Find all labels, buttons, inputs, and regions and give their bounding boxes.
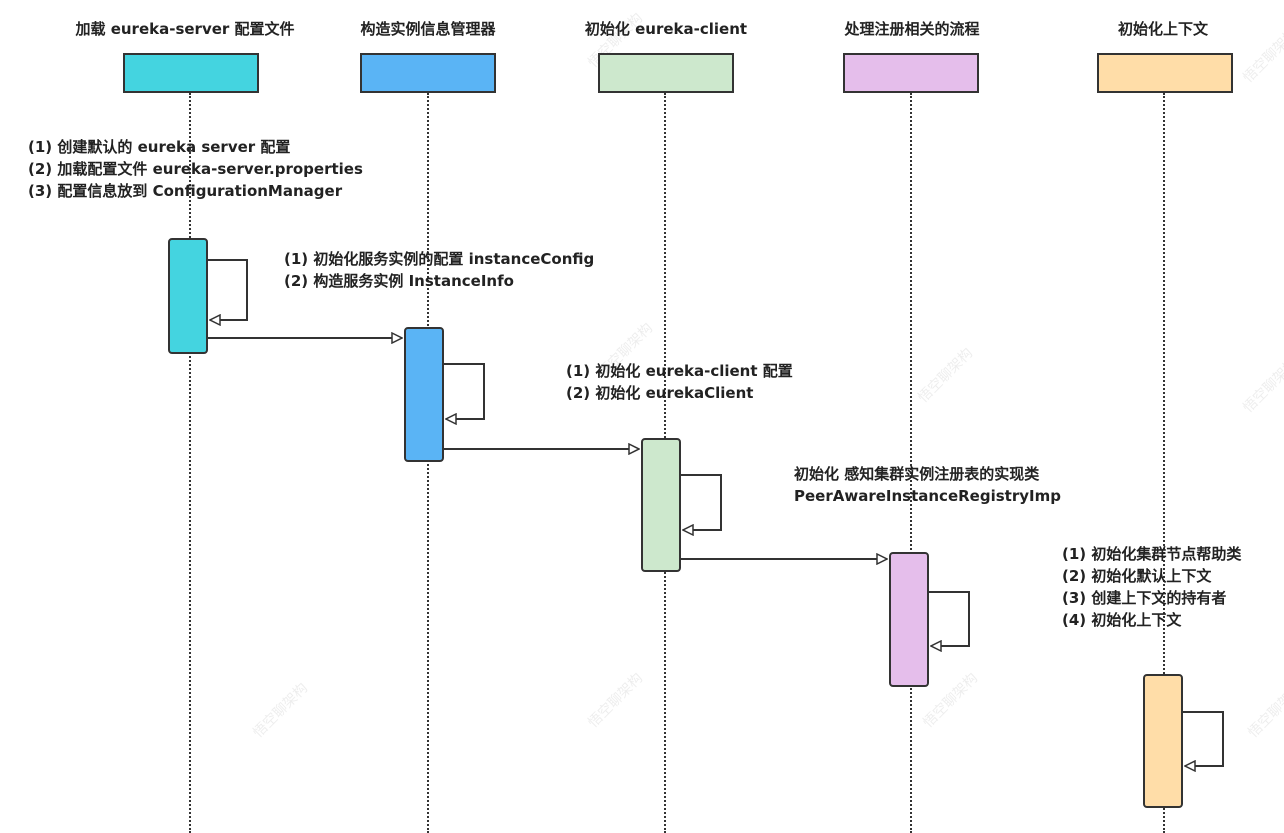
note-load-config: (1) 创建默认的 eureka server 配置 (2) 加载配置文件 eu… bbox=[28, 136, 363, 202]
lifeline-load-config bbox=[189, 93, 191, 833]
self-call-registry-flow bbox=[929, 591, 970, 646]
self-call-load-config bbox=[208, 259, 248, 320]
activation-init-context bbox=[1143, 674, 1183, 808]
note-instance-manager: (1) 初始化服务实例的配置 instanceConfig (2) 构造服务实例… bbox=[284, 248, 594, 292]
note-line: 初始化 感知集群实例注册表的实现类 bbox=[794, 465, 1040, 483]
note-line: (1) 初始化服务实例的配置 instanceConfig bbox=[284, 250, 595, 268]
activation-init-client bbox=[641, 438, 681, 572]
lifeline-init-context bbox=[1163, 93, 1165, 833]
note-line: (1) 初始化 eureka-client 配置 bbox=[566, 362, 793, 380]
activation-load-config bbox=[168, 238, 208, 354]
lane-title-registry-flow: 处理注册相关的流程 bbox=[844, 20, 980, 38]
note-line: (2) 构造服务实例 InstanceInfo bbox=[284, 272, 514, 290]
lane-title-load-config: 加载 eureka-server 配置文件 bbox=[75, 20, 295, 38]
lane-title-init-client: 初始化 eureka-client bbox=[584, 20, 748, 38]
lane-header-box-init-context bbox=[1097, 53, 1233, 93]
note-context: (1) 初始化集群节点帮助类 (2) 初始化默认上下文 (3) 创建上下文的持有… bbox=[1062, 543, 1241, 631]
note-line: PeerAwareInstanceRegistryImp bbox=[794, 487, 1061, 505]
note-line: (2) 初始化默认上下文 bbox=[1062, 567, 1212, 585]
lane-header-box-load-config bbox=[123, 53, 259, 93]
lane-header-box-instance-manager bbox=[360, 53, 496, 93]
self-call-init-client bbox=[681, 474, 722, 530]
note-line: (4) 初始化上下文 bbox=[1062, 611, 1182, 629]
self-call-init-context bbox=[1183, 711, 1224, 766]
note-line: (1) 创建默认的 eureka server 配置 bbox=[28, 138, 291, 156]
activation-instance-manager bbox=[404, 327, 444, 462]
note-line: (2) 初始化 eurekaClient bbox=[566, 384, 754, 402]
lane-header-box-init-client bbox=[598, 53, 734, 93]
activation-registry-flow bbox=[889, 552, 929, 687]
note-init-client: (1) 初始化 eureka-client 配置 (2) 初始化 eurekaC… bbox=[566, 360, 793, 404]
lifeline-instance-manager bbox=[427, 93, 429, 833]
lane-title-instance-manager: 构造实例信息管理器 bbox=[360, 20, 496, 38]
note-line: (3) 配置信息放到 ConfigurationManager bbox=[28, 182, 343, 200]
note-line: (3) 创建上下文的持有者 bbox=[1062, 589, 1227, 607]
lane-title-init-context: 初始化上下文 bbox=[1117, 20, 1209, 38]
self-call-instance-manager bbox=[444, 363, 485, 419]
note-registry: 初始化 感知集群实例注册表的实现类 PeerAwareInstanceRegis… bbox=[794, 463, 1061, 507]
note-line: (1) 初始化集群节点帮助类 bbox=[1062, 545, 1242, 563]
note-line: (2) 加载配置文件 eureka-server.properties bbox=[28, 160, 363, 178]
lifeline-registry-flow bbox=[910, 93, 912, 833]
lane-header-box-registry-flow bbox=[843, 53, 979, 93]
